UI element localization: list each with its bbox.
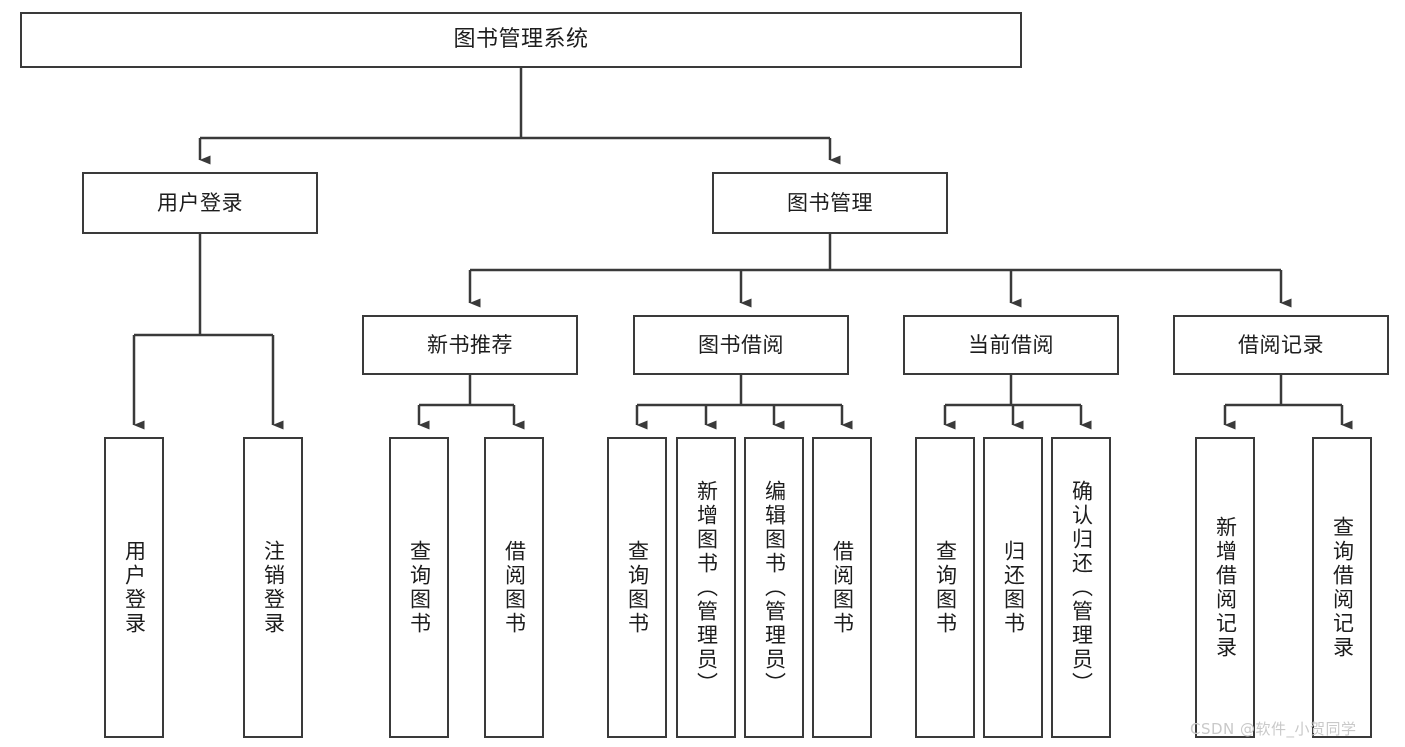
leaf-user-login[interactable]: 用户登录: [104, 437, 164, 738]
node-user-login[interactable]: 用户登录: [82, 172, 318, 234]
node-label: 借阅图书: [502, 539, 527, 636]
leaf-query-book-current[interactable]: 查询图书: [915, 437, 975, 738]
node-label: 图书管理系统: [453, 27, 589, 53]
leaf-query-book-borrow[interactable]: 查询图书: [607, 437, 667, 738]
node-label: 注销登录: [261, 539, 286, 636]
leaf-return-book[interactable]: 归还图书: [983, 437, 1043, 738]
node-label: 查询借阅记录: [1330, 515, 1355, 660]
leaf-query-borrow-record[interactable]: 查询借阅记录: [1312, 437, 1372, 738]
node-label: 借阅图书: [830, 539, 855, 636]
leaf-add-borrow-record[interactable]: 新增借阅记录: [1195, 437, 1255, 738]
node-label: 查询图书: [625, 539, 650, 636]
node-label: 新书推荐: [427, 332, 513, 357]
node-label: 用户登录: [157, 190, 243, 215]
node-label: 编辑图书（管理员）: [762, 479, 787, 696]
node-label: 图书管理: [787, 190, 873, 215]
node-borrow-record[interactable]: 借阅记录: [1173, 315, 1389, 375]
node-root-system[interactable]: 图书管理系统: [20, 12, 1022, 68]
leaf-borrow-book-newbook[interactable]: 借阅图书: [484, 437, 544, 738]
leaf-borrow-book[interactable]: 借阅图书: [812, 437, 872, 738]
node-label: 查询图书: [407, 539, 432, 636]
node-label: 查询图书: [933, 539, 958, 636]
node-label: 新增借阅记录: [1213, 515, 1238, 660]
leaf-edit-book-admin[interactable]: 编辑图书（管理员）: [744, 437, 804, 738]
node-label: 归还图书: [1001, 539, 1026, 636]
csdn-watermark: CSDN @软件_小贺同学: [1190, 720, 1357, 738]
node-label: 确认归还（管理员）: [1069, 479, 1094, 696]
leaf-query-book-newbook[interactable]: 查询图书: [389, 437, 449, 738]
node-current-borrow[interactable]: 当前借阅: [903, 315, 1119, 375]
node-book-borrow[interactable]: 图书借阅: [633, 315, 849, 375]
node-label: 图书借阅: [698, 332, 784, 357]
node-label: 新增图书（管理员）: [694, 479, 719, 696]
leaf-logout-login[interactable]: 注销登录: [243, 437, 303, 738]
node-label: 当前借阅: [968, 332, 1054, 357]
node-label: 用户登录: [122, 539, 147, 636]
leaf-add-book-admin[interactable]: 新增图书（管理员）: [676, 437, 736, 738]
node-new-book-recommend[interactable]: 新书推荐: [362, 315, 578, 375]
node-label: 借阅记录: [1238, 332, 1324, 357]
node-book-management[interactable]: 图书管理: [712, 172, 948, 234]
leaf-confirm-return-admin[interactable]: 确认归还（管理员）: [1051, 437, 1111, 738]
